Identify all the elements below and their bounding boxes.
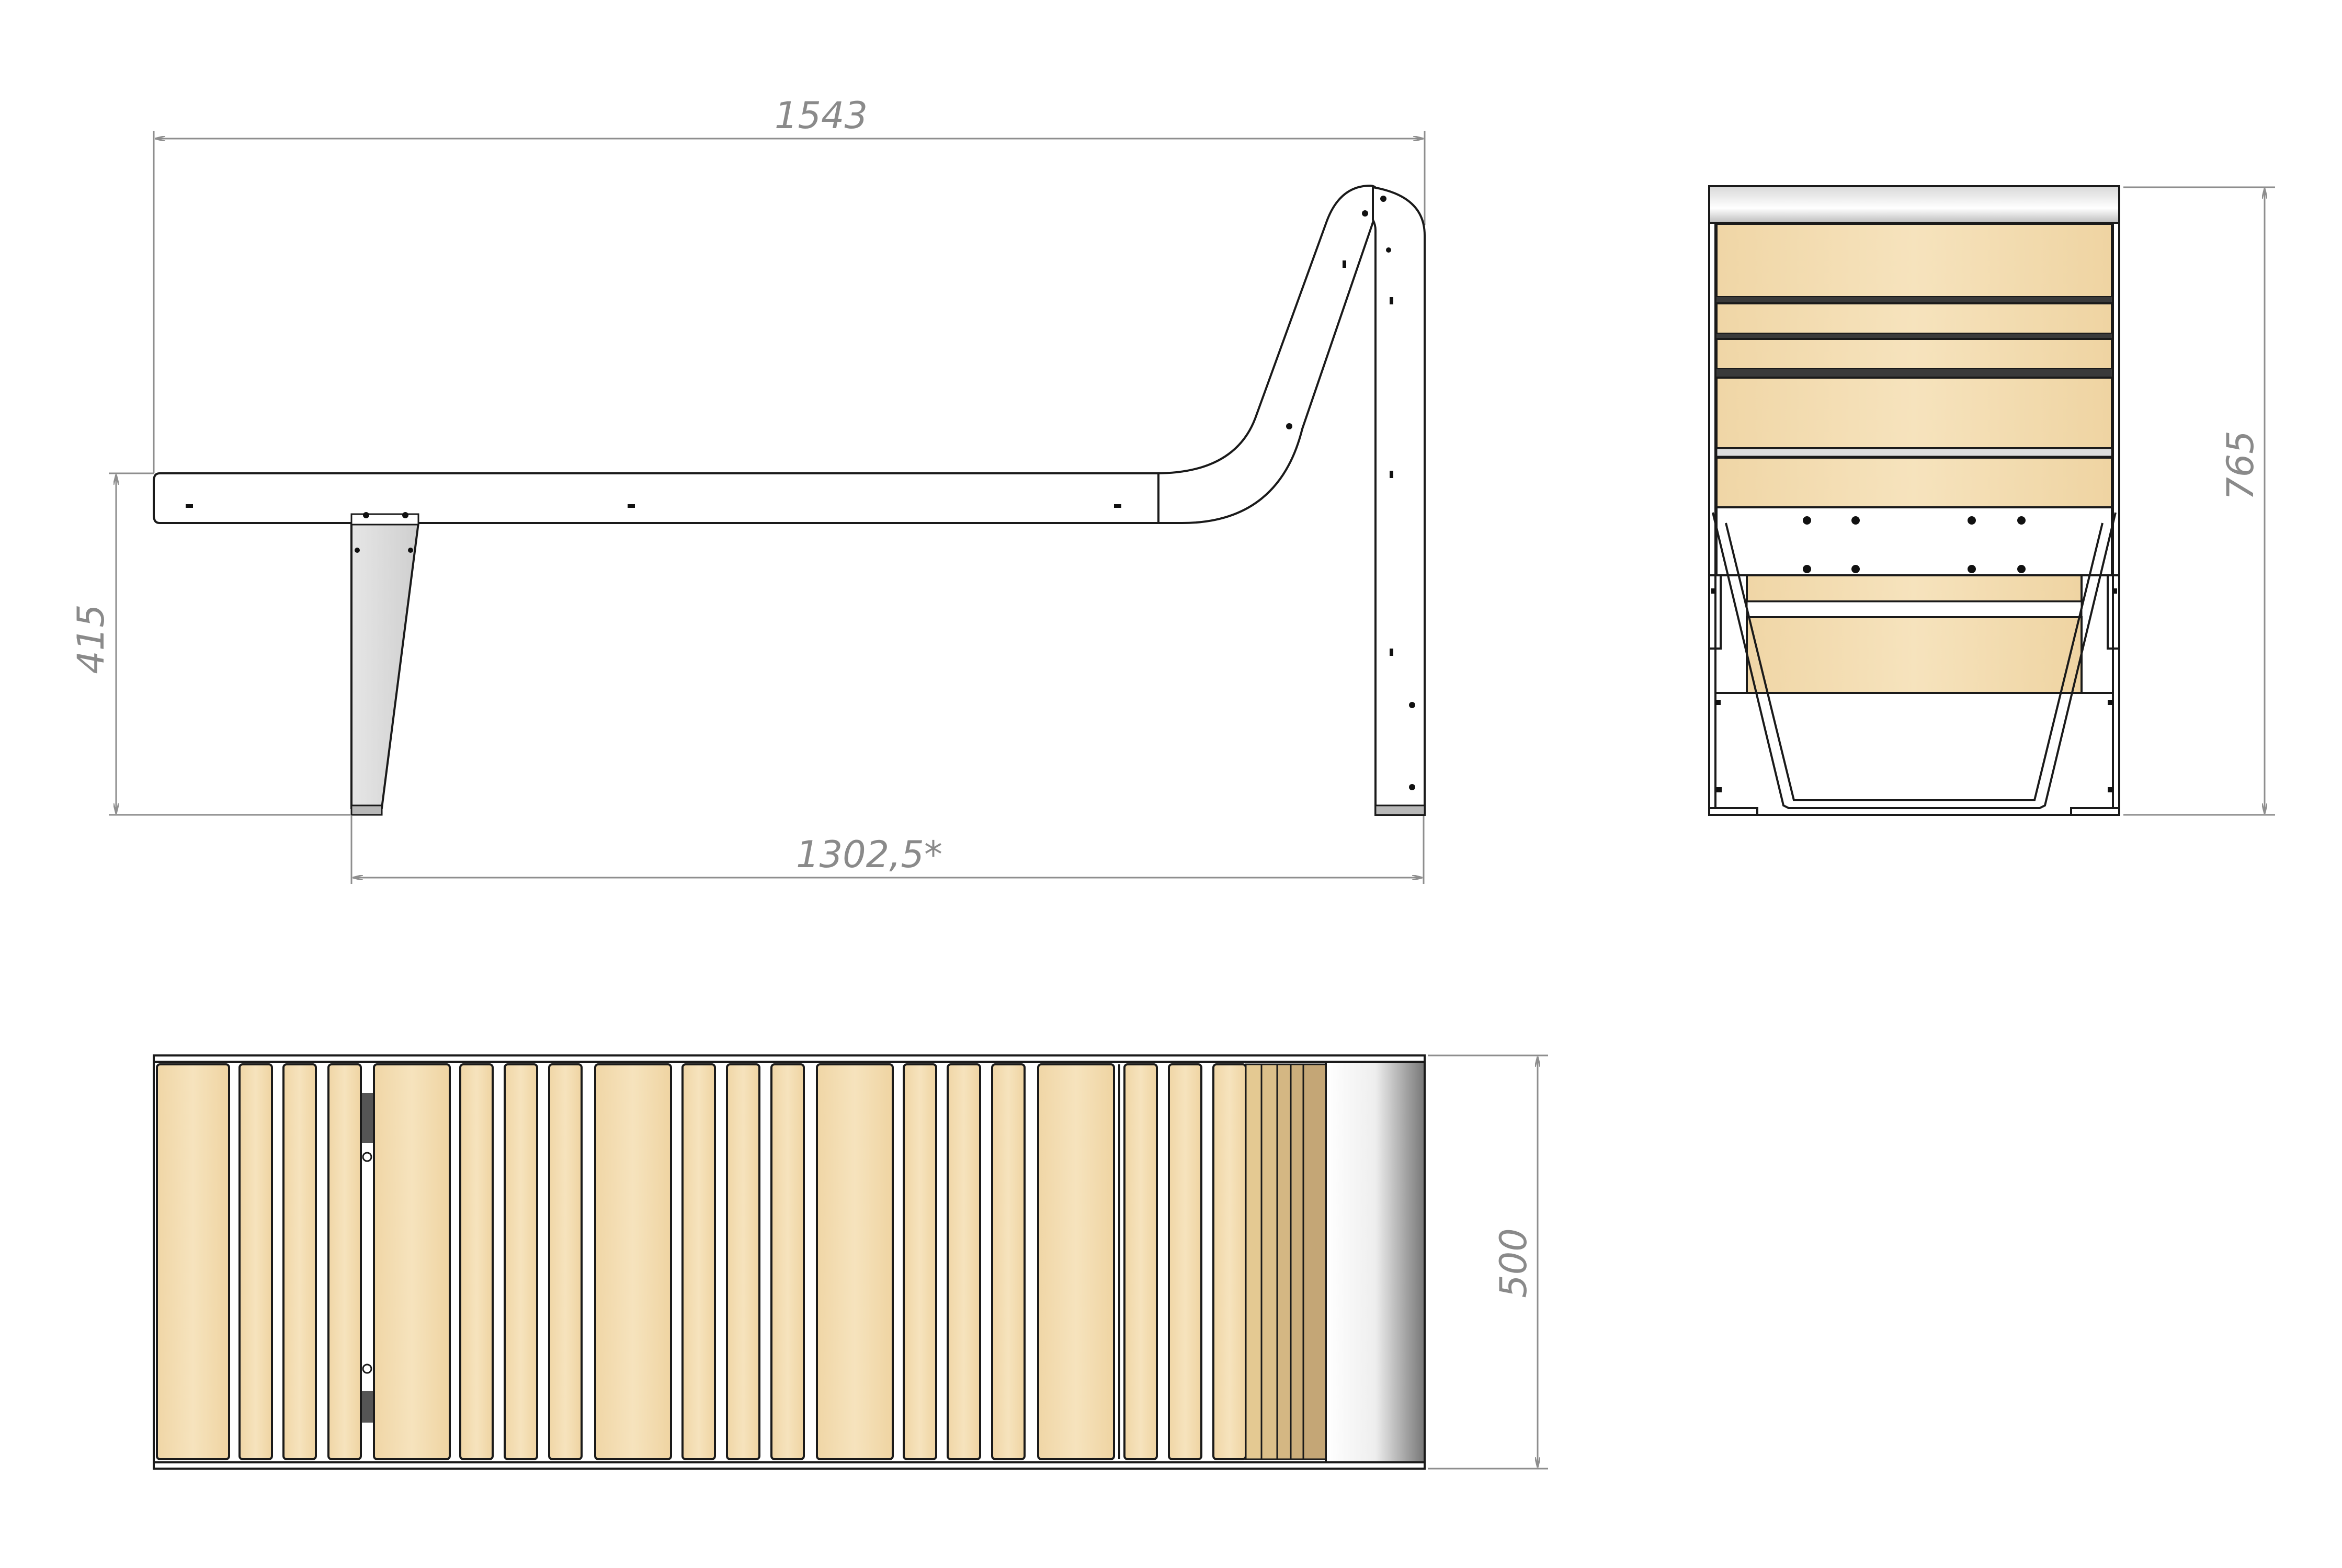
rivet [1409, 784, 1415, 790]
seat-slat [156, 1063, 230, 1460]
seat-slat [548, 1063, 583, 1460]
rivet [628, 504, 635, 508]
backrest-slat [1290, 1063, 1304, 1460]
rivet [355, 548, 360, 553]
lower-slat [1746, 616, 2083, 694]
front-leg [350, 522, 420, 809]
front-foot [350, 804, 383, 816]
rivet [1711, 588, 1715, 594]
headrest-metal [1325, 1061, 1426, 1463]
seat-slat [1715, 457, 2113, 508]
backrest-slat [1715, 338, 2113, 370]
rivet [408, 548, 413, 553]
frame-outline [1708, 185, 2120, 816]
backrest-slat [1302, 1063, 1327, 1460]
dimension-label-width: 500 [1492, 1228, 1535, 1298]
rivet [1114, 504, 1121, 508]
rivet [362, 1152, 372, 1162]
seat-slat [947, 1063, 981, 1460]
backrest-slat [1245, 1063, 1263, 1460]
dimension-label-length: 1543 [775, 94, 868, 137]
seat-slat [1168, 1063, 1202, 1460]
side-bracket [1709, 574, 1722, 650]
front-leg-strut-inner [1725, 522, 2104, 801]
rivet [1390, 297, 1393, 304]
seat-slat [770, 1063, 805, 1460]
dimension-label-total-height: 765 [2219, 430, 2262, 501]
rivet [2017, 565, 2026, 573]
backrest-slat [1715, 302, 2113, 335]
seat-slat [459, 1063, 494, 1460]
backrest-slat [1276, 1063, 1292, 1460]
rivet [1803, 516, 1811, 525]
lower-slat [1746, 574, 2083, 603]
rivet [1390, 471, 1393, 478]
dimension-label-seat-height: 415 [70, 604, 112, 674]
rivet [2108, 787, 2113, 792]
side-view: 1543 415 1302,5* [70, 94, 1426, 884]
lower-rail [1746, 600, 2083, 618]
rivet [1851, 516, 1860, 525]
rivet [1968, 516, 1976, 525]
seat-plate [1715, 506, 2113, 576]
rivet [363, 512, 369, 518]
backrest-top-bar [1708, 185, 2120, 224]
seat-slat [903, 1063, 937, 1460]
rivet [1386, 247, 1391, 253]
rivet [1390, 649, 1393, 656]
seat-slat [504, 1063, 538, 1460]
seat-slat [681, 1063, 716, 1460]
front-leg-strut [1712, 512, 2117, 809]
rivet [402, 512, 408, 518]
slat-gap [1716, 297, 2112, 303]
rivet [186, 504, 193, 508]
seat-slat [282, 1063, 317, 1460]
rivet [1409, 702, 1415, 708]
rear-foot [1374, 804, 1426, 816]
rivet [1715, 700, 1721, 705]
slat-gap [1716, 334, 2112, 339]
side-bracket [2107, 574, 2119, 650]
slat-gap [1716, 369, 2112, 378]
rear-leg [1372, 186, 1426, 816]
seat-slat [238, 1063, 273, 1460]
rivet [1343, 260, 1346, 268]
seat-slat [726, 1063, 760, 1460]
rivet [2108, 700, 2113, 705]
rivet [1851, 565, 1860, 573]
rivet [1286, 423, 1292, 429]
seat-slat [1037, 1063, 1115, 1460]
rivet [1362, 210, 1368, 217]
backrest-slat [1212, 1063, 1247, 1460]
rivet [362, 1364, 372, 1374]
backrest-slat [1260, 1063, 1278, 1460]
rivet [1380, 196, 1386, 202]
seat-slat [816, 1063, 894, 1460]
top-view: 500 [153, 1054, 1548, 1470]
seat-frame [153, 184, 1379, 524]
seat-slat [327, 1063, 362, 1460]
backrest-slat [1715, 377, 2113, 449]
rivet [2017, 516, 2026, 525]
foot [1708, 807, 1758, 816]
seat-slat [991, 1063, 1026, 1460]
rivet [1803, 565, 1811, 573]
dimension-label-leg-span: 1302,5* [796, 833, 942, 876]
front-view: 765 [1708, 185, 2275, 816]
seat-slat [1123, 1063, 1158, 1460]
seat-slat [373, 1063, 451, 1460]
rivet [1716, 787, 1722, 792]
rivet [1968, 565, 1976, 573]
seat-slat [594, 1063, 672, 1460]
foot [2070, 807, 2120, 816]
rivet [2113, 588, 2117, 594]
backrest-slat [1715, 223, 2113, 298]
seat-rail [1715, 447, 2113, 458]
